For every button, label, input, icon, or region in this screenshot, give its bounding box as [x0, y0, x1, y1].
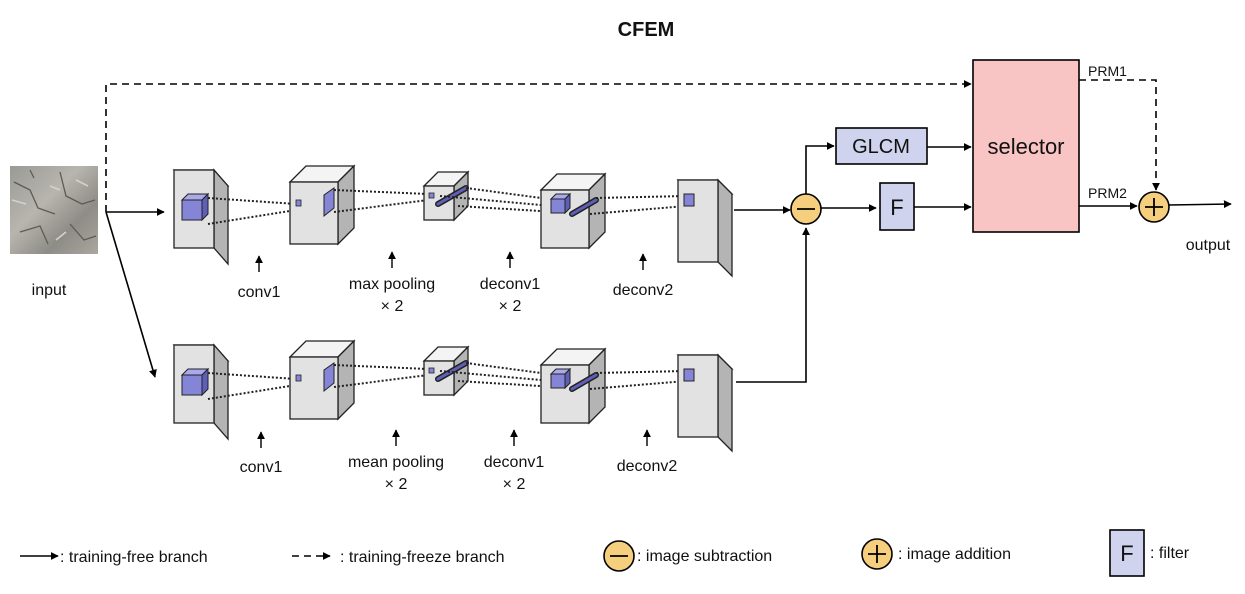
bottom-kernel-1: [180, 367, 210, 397]
bottom-deconv1-times: × 2: [503, 476, 526, 493]
bottom-bar-4-fill: [570, 373, 598, 391]
top-kernel-4: [549, 192, 572, 215]
freeze-branch-line: [105, 80, 972, 212]
bottom-connect-3: [439, 362, 557, 388]
legend-solid-text: : training-free branch: [60, 549, 208, 566]
bottom-bar-3-fill: [436, 361, 468, 381]
top-maxpool-label: max pooling: [349, 276, 435, 293]
bottom-deconv1-label: deconv1: [484, 454, 545, 471]
output-line: [1168, 200, 1232, 209]
subtraction-to-glcm-line: [805, 142, 835, 194]
legend-addition-icon: [861, 538, 893, 570]
prm2-label: PRM2: [1088, 185, 1127, 201]
bottom-branch-cubes: [172, 339, 734, 453]
legend-subtraction-text: : image subtraction: [637, 548, 772, 565]
top-bar-3-fill: [436, 186, 468, 206]
top-cube-4: [539, 172, 607, 250]
bottom-conv1-label: conv1: [240, 459, 283, 476]
top-connect-3: [439, 187, 557, 213]
legend-filter-box: [1109, 529, 1145, 577]
bottom-branch-output-line: [736, 227, 810, 383]
bottom-dot-3: [428, 367, 435, 374]
glcm-box: [835, 127, 928, 165]
bottom-connect-4: [589, 370, 687, 390]
legend-filter-text: : filter: [1150, 545, 1190, 562]
bottom-dot-2: [295, 374, 302, 382]
bottom-meanpool-label: mean pooling: [348, 454, 444, 471]
legend-subtraction-icon: [603, 540, 635, 572]
top-kernel-5: [683, 193, 695, 207]
bottom-kernel-4: [549, 367, 572, 390]
filter-label: F: [890, 195, 903, 220]
bottom-kernel-5: [683, 368, 695, 382]
top-dot-2: [295, 199, 302, 207]
top-deconv1-times: × 2: [499, 298, 522, 315]
bottom-deconv2-label: deconv2: [617, 458, 678, 475]
legend-filter-symbol: F: [1120, 541, 1133, 566]
legend: : training-free branch : training-freeze…: [20, 529, 1190, 577]
diagram-title: CFEM: [618, 19, 675, 41]
bottom-connect-1: [207, 372, 297, 400]
legend-addition-text: : image addition: [898, 546, 1011, 563]
top-deconv2-label: deconv2: [613, 282, 674, 299]
input-line-bottom: [105, 211, 157, 378]
top-kernel-1: [180, 192, 210, 222]
top-connect-1: [207, 197, 297, 225]
subtraction-op: [790, 193, 822, 225]
top-maxpool-times: × 2: [381, 298, 404, 315]
selector-label: selector: [987, 134, 1064, 159]
top-branch-cubes: [172, 164, 734, 278]
bottom-branch-labels: conv1 mean pooling × 2 deconv1 × 2 decon…: [240, 429, 678, 493]
top-connect-4: [589, 195, 687, 215]
top-bar-4-fill: [570, 198, 598, 216]
addition-op: [1138, 191, 1170, 223]
top-dot-3: [428, 192, 435, 199]
prm1-label: PRM1: [1088, 63, 1127, 79]
top-deconv1-label: deconv1: [480, 276, 541, 293]
top-cube-5: [676, 178, 734, 278]
top-branch-labels: conv1 max pooling × 2 deconv1 × 2 deconv…: [238, 251, 674, 315]
bottom-kernel-2: [323, 362, 335, 393]
prm1-line: [1079, 79, 1160, 191]
glcm-label: GLCM: [852, 136, 910, 158]
filter-box: [879, 182, 915, 231]
input-label: input: [32, 282, 67, 299]
input-image: [10, 166, 98, 254]
legend-dashed-text: : training-freeze branch: [340, 549, 505, 566]
output-label: output: [1186, 237, 1231, 254]
selector-box: [972, 59, 1080, 233]
bottom-meanpool-times: × 2: [385, 476, 408, 493]
top-kernel-2: [323, 187, 335, 218]
top-conv1-label: conv1: [238, 284, 281, 301]
